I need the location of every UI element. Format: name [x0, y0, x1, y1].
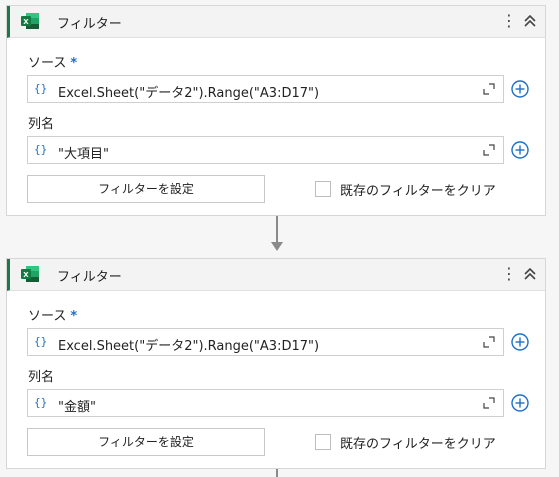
- svg-text:X: X: [23, 271, 29, 279]
- activity-title: フィルター: [57, 17, 122, 32]
- source-input[interactable]: {} Excel.Sheet("データ2").Range("A3:D17"): [27, 75, 504, 103]
- filter-activity-card-1: X フィルター ⋮ ソース* {} Excel.Sheet("データ2").Ra…: [6, 5, 546, 216]
- column-name-label: 列名: [28, 117, 55, 132]
- required-mark: *: [70, 56, 78, 71]
- expand-editor-icon[interactable]: [483, 336, 495, 348]
- expand-editor-icon[interactable]: [483, 83, 495, 95]
- set-filter-button[interactable]: フィルターを設定: [27, 175, 265, 203]
- excel-icon: X: [21, 266, 39, 282]
- plus-circle-icon[interactable]: [511, 394, 529, 412]
- column-name-input[interactable]: {} "大項目": [27, 136, 504, 164]
- plus-circle-icon[interactable]: [511, 141, 529, 159]
- clear-existing-filter-checkbox[interactable]: [315, 181, 331, 197]
- sequence-connector: [276, 469, 278, 477]
- activity-header[interactable]: X フィルター ⋮: [7, 6, 545, 38]
- source-value: Excel.Sheet("データ2").Range("A3:D17"): [58, 339, 320, 354]
- excel-icon: X: [21, 13, 39, 29]
- activity-title: フィルター: [57, 270, 122, 285]
- expand-editor-icon[interactable]: [483, 397, 495, 409]
- activity-header[interactable]: X フィルター ⋮: [7, 259, 545, 291]
- filter-activity-card-2: X フィルター ⋮ ソース* {} Excel.Sheet("データ2").Ra…: [6, 258, 546, 469]
- chevron-up-double-icon[interactable]: [521, 11, 539, 31]
- source-input[interactable]: {} Excel.Sheet("データ2").Range("A3:D17"): [27, 328, 504, 356]
- curly-braces-icon[interactable]: {}: [34, 396, 48, 409]
- clear-existing-filter-checkbox[interactable]: [315, 434, 331, 450]
- curly-braces-icon[interactable]: {}: [34, 335, 48, 348]
- source-label: ソース*: [28, 309, 78, 324]
- chevron-up-double-icon[interactable]: [521, 264, 539, 284]
- plus-circle-icon[interactable]: [511, 80, 529, 98]
- source-label: ソース*: [28, 56, 78, 71]
- clear-existing-filter-label: 既存のフィルターをクリア: [340, 184, 496, 199]
- curly-braces-icon[interactable]: {}: [34, 82, 48, 95]
- column-name-label: 列名: [28, 370, 55, 385]
- column-name-value: "大項目": [58, 147, 109, 162]
- kebab-menu-icon[interactable]: ⋮: [501, 11, 517, 30]
- curly-braces-icon[interactable]: {}: [34, 143, 48, 156]
- sequence-connector: [276, 216, 278, 242]
- kebab-menu-icon[interactable]: ⋮: [501, 264, 517, 283]
- source-value: Excel.Sheet("データ2").Range("A3:D17"): [58, 86, 320, 101]
- required-mark: *: [70, 309, 78, 324]
- plus-circle-icon[interactable]: [511, 333, 529, 351]
- set-filter-button[interactable]: フィルターを設定: [27, 428, 265, 456]
- clear-existing-filter-label: 既存のフィルターをクリア: [340, 437, 496, 452]
- svg-text:X: X: [23, 18, 29, 26]
- column-name-input[interactable]: {} "金額": [27, 389, 504, 417]
- expand-editor-icon[interactable]: [483, 144, 495, 156]
- column-name-value: "金額": [58, 400, 96, 415]
- arrow-down-icon: [271, 242, 283, 251]
